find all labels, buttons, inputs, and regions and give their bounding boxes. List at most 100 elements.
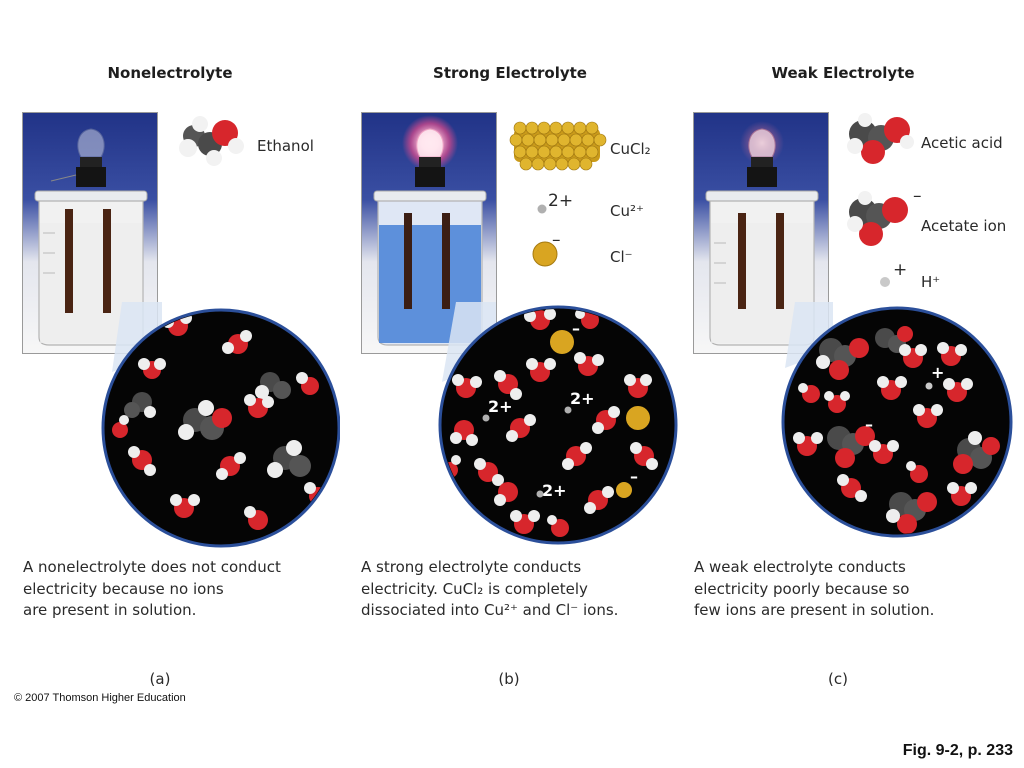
water-molecule: [506, 414, 536, 442]
caption-line: electricity. CuCl₂ is completely: [361, 579, 588, 598]
water-molecule: [452, 374, 482, 398]
water-molecule: [222, 330, 252, 354]
electrode: [442, 213, 450, 309]
ethanol-molecule: [255, 372, 291, 399]
ethanol-molecule: [267, 440, 311, 478]
water-molecule: [913, 404, 943, 428]
acetic-acid-molecule-icon: [847, 113, 914, 164]
copper-ion-charge: 2+: [548, 191, 574, 211]
caption-line: are present in solution.: [23, 601, 197, 619]
chloride-ion-charge: –: [552, 230, 561, 250]
water-molecule: [798, 383, 820, 403]
molecule-field: [112, 312, 327, 530]
panel-title: Nonelectrolyte: [107, 64, 233, 82]
panel-strong-electrolyte: Strong Electrolyte: [340, 0, 680, 700]
figure-reference: Fig. 9-2, p. 233: [902, 742, 1013, 759]
ion-charge-label: –: [572, 319, 580, 338]
water-molecule: [510, 510, 540, 534]
electrode: [65, 209, 73, 313]
caption-line: A weak electrolyte conducts: [694, 558, 906, 576]
caption: A nonelectrolyte does not conduct electr…: [23, 557, 281, 622]
molecular-view: [101, 302, 340, 548]
legend-label-hydrogen-ion: H⁺: [921, 273, 941, 291]
water-molecule: [547, 515, 569, 537]
water-molecule: [877, 376, 907, 400]
water-molecule: [630, 442, 658, 470]
hydrogen-ion-charge: +: [893, 260, 908, 280]
ion-charge-label: 2+: [542, 481, 567, 500]
ethanol-molecule: [124, 392, 156, 418]
chloride-ion: [616, 482, 632, 498]
sub-label: (a): [149, 670, 171, 688]
legend-label-copper-ion: Cu²⁺: [610, 202, 644, 220]
legend-icons: [847, 113, 914, 287]
sub-label: (b): [498, 670, 520, 688]
electrode: [404, 213, 412, 309]
legend-label-cucl2: CuCl₂: [610, 140, 651, 158]
ethanol-molecule: [178, 400, 232, 440]
ion-charge-label: 2+: [570, 389, 595, 408]
acetate-ion: [827, 426, 875, 468]
water-molecule: [574, 352, 604, 376]
water-molecule: [562, 442, 592, 470]
acetic-acid-molecule: [816, 338, 869, 380]
water-molecule: [793, 432, 823, 456]
water-molecule: [474, 458, 504, 486]
water-molecule: [824, 391, 850, 413]
water-molecule: [494, 482, 518, 506]
legend-label-ethanol: Ethanol: [257, 137, 314, 155]
ion-charge-label: –: [865, 415, 873, 434]
copper-ion-icon: [537, 204, 547, 214]
conductivity-apparatus-photo: [693, 112, 829, 354]
water-molecule: [494, 370, 522, 400]
light-bulb: [740, 121, 784, 187]
acetic-acid-molecule: [886, 492, 937, 534]
light-bulb: [402, 115, 458, 187]
caption-line: A nonelectrolyte does not conduct: [23, 558, 281, 576]
water-molecule: [624, 374, 652, 398]
chloride-ion: [626, 406, 650, 430]
copyright-notice: © 2007 Thomson Higher Education: [14, 692, 186, 704]
water-molecule: [450, 420, 478, 446]
water-molecule: [244, 394, 274, 418]
water-molecule: [869, 440, 899, 464]
water-molecule: [937, 342, 967, 366]
electrode: [103, 209, 111, 313]
water-molecule: [899, 344, 927, 368]
chloride-ion-icon: [532, 241, 558, 267]
water-molecule: [584, 486, 614, 514]
water-molecule: [526, 358, 556, 382]
caption-line: A strong electrolyte conducts: [361, 558, 582, 576]
copper-ion: [536, 490, 544, 498]
legend-label-acetate-ion: Acetate ion: [921, 217, 1007, 235]
acetic-acid-molecule: [875, 326, 913, 353]
ion-charge-label: +: [931, 363, 944, 382]
hydrogen-ion: [925, 382, 933, 390]
water-molecule: [244, 506, 268, 530]
caption: A weak electrolyte conducts electricity …: [694, 557, 934, 622]
panel-title: Strong Electrolyte: [433, 64, 587, 82]
light-bulb: [76, 128, 106, 187]
copper-ion: [482, 414, 490, 422]
water-molecule: [592, 406, 620, 434]
legend-icons: [509, 121, 607, 267]
acetate-ion-charge: –: [913, 186, 922, 206]
caption: A strong electrolyte conducts electricit…: [361, 557, 618, 622]
electrode: [776, 213, 784, 309]
apparatus-drawing: [373, 115, 487, 346]
legend-label-chloride-ion: Cl⁻: [610, 248, 633, 266]
water-molecule: [138, 358, 166, 379]
copper-ion: [564, 406, 572, 414]
panel-title: Weak Electrolyte: [771, 64, 915, 82]
caption-line: electricity poorly because so: [694, 579, 910, 598]
legend-icons: [179, 116, 244, 166]
cucl2-crystal-icon: [509, 121, 607, 171]
caption-line: few ions are present in solution.: [694, 601, 935, 619]
ion-charge-label: –: [630, 467, 638, 486]
water-molecule: [943, 378, 973, 402]
water-molecule: [906, 461, 928, 483]
chloride-ion: [550, 330, 574, 354]
water-molecule: [216, 452, 246, 480]
panel-nonelectrolyte: Nonelectrolyte: [0, 0, 340, 700]
molecule-field: [793, 326, 1000, 534]
